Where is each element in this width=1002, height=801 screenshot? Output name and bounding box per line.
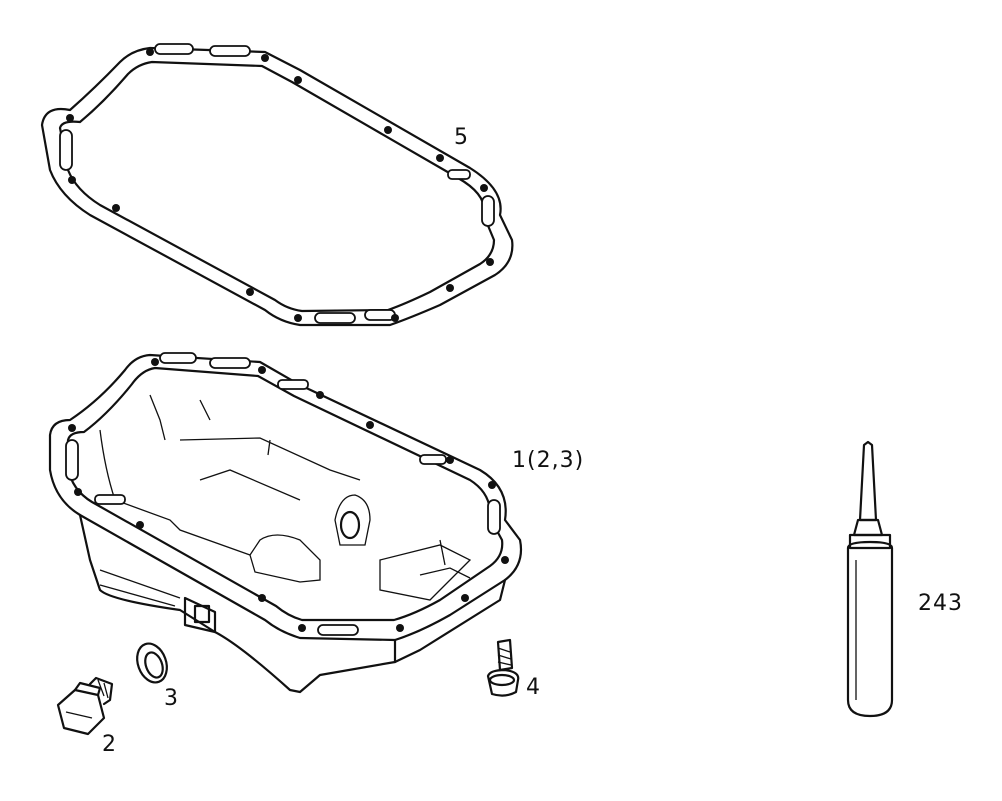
callout-oil-pan: 1(2,3)	[512, 448, 585, 473]
pan-bolt	[486, 638, 520, 697]
callout-drain-plug: 2	[102, 732, 117, 757]
drain-plug	[56, 676, 114, 736]
seal-ring	[136, 642, 168, 684]
callout-sealant: 243	[918, 591, 963, 616]
sealant-tube	[846, 440, 894, 718]
callout-gasket: 5	[454, 125, 469, 150]
oil-pan-gasket	[40, 43, 514, 327]
callout-bolt: 4	[526, 675, 541, 700]
callout-seal-ring: 3	[164, 686, 179, 711]
oil-pan	[48, 352, 523, 694]
